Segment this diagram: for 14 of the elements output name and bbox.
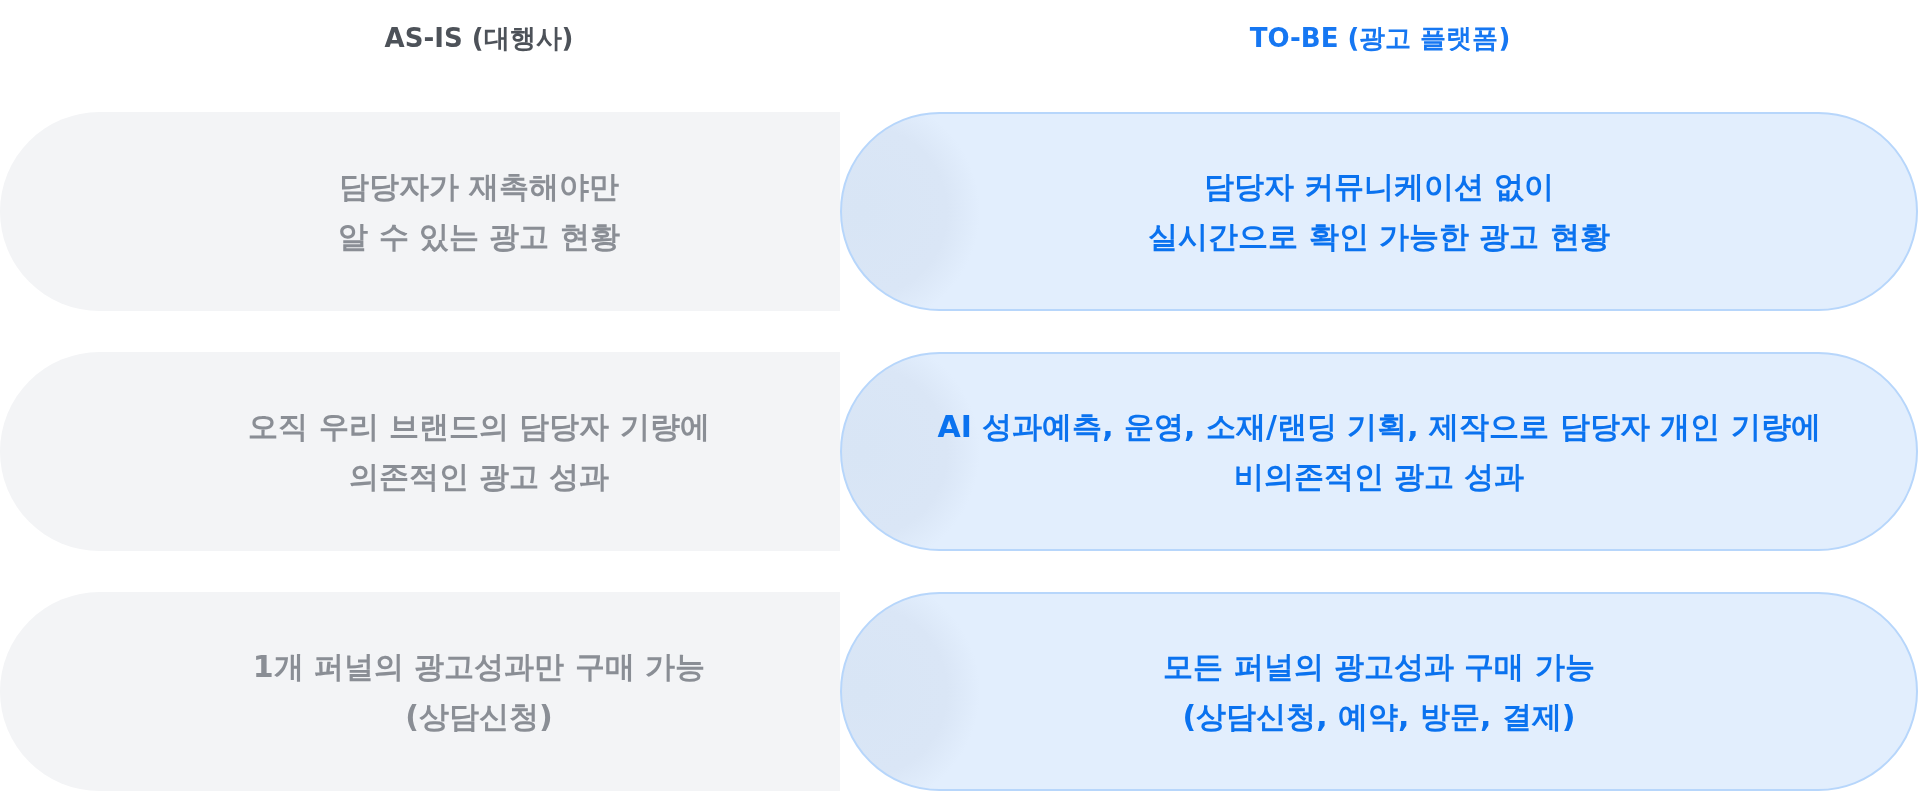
pill-text: AI 성과예측, 운영, 소재/랜딩 기획, 제작으로 담당자 개인 기량에 비의존적인 광고 성과: [936, 407, 1822, 496]
pill-text: 모든 퍼널의 광고성과 구매 가능 (상담신청, 예약, 방문, 결제): [1162, 647, 1596, 736]
pill-text: 담당자가 재촉해야만 알 수 있는 광고 현황: [337, 167, 621, 256]
pill-text: 1개 퍼널의 광고성과만 구매 가능 (상담신청): [251, 647, 707, 736]
as-is-pill: [0, 592, 840, 791]
as-is-pill: [0, 352, 840, 551]
to-be-pill: [840, 352, 1918, 551]
to-be-pill: [840, 112, 1918, 311]
column-heading: AS-IS (대행사): [384, 22, 574, 54]
to-be-pill: [840, 592, 1918, 791]
column-heading: TO-BE (광고 플랫폼): [1249, 22, 1511, 54]
pill-text: 담당자 커뮤니케이션 없이 실시간으로 확인 가능한 광고 현황: [1147, 167, 1611, 256]
pill-text: 오직 우리 브랜드의 담당자 기량에 의존적인 광고 성과: [247, 407, 711, 496]
as-is-pill: [0, 112, 840, 311]
